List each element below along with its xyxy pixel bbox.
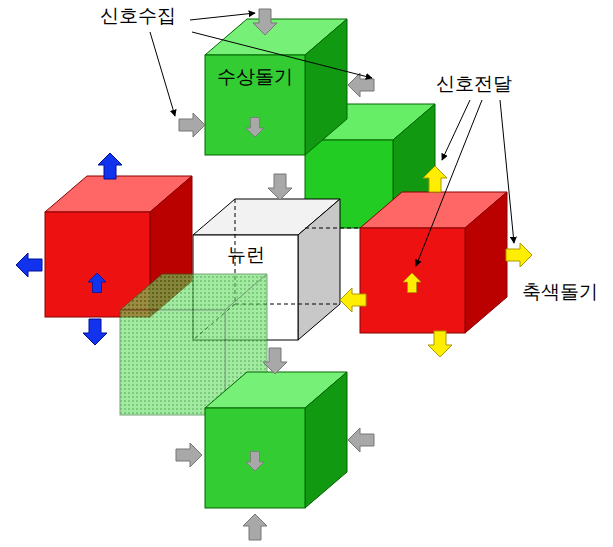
cube-face <box>305 19 347 155</box>
input-arrow <box>246 452 264 472</box>
output-arrow <box>88 273 106 293</box>
input-arrow <box>179 113 205 137</box>
blue-arrows <box>16 153 122 345</box>
output-arrow <box>16 253 42 277</box>
cube-face <box>205 408 305 508</box>
leader-line <box>150 32 175 116</box>
dendrite-cube-face: 수상돌기 <box>205 55 305 155</box>
cube-face <box>360 228 465 333</box>
input-arrow <box>348 73 374 97</box>
neuron-cube-face: 뉴런 <box>193 235 298 340</box>
cube-face <box>205 55 305 155</box>
leader-line <box>190 13 255 20</box>
part-label: 축색돌기 <box>522 280 598 303</box>
output-arrow <box>428 331 452 357</box>
input-arrow <box>246 118 264 138</box>
output-arrow <box>423 166 447 192</box>
output-arrow <box>340 288 366 312</box>
cube-face <box>465 192 507 333</box>
input-arrow <box>243 514 267 540</box>
node-text: 뉴런 <box>193 243 298 266</box>
dendrite-cube <box>205 19 347 155</box>
output-arrow <box>403 273 421 293</box>
input-arrow <box>176 443 202 467</box>
node-text: 수상돌기 <box>205 65 305 88</box>
right-red-cube <box>360 192 507 333</box>
input-arrow <box>268 174 292 200</box>
signal-label: 신호수집 <box>100 4 176 27</box>
input-arrow <box>348 428 374 452</box>
yellow-arrows <box>340 166 532 357</box>
input-arrows <box>176 9 374 540</box>
leader-lines <box>150 13 514 266</box>
bottom-green-cube <box>205 372 347 508</box>
output-arrow <box>98 153 122 179</box>
input-arrow <box>263 348 287 374</box>
output-arrow <box>83 319 107 345</box>
input-arrow <box>253 9 277 35</box>
cube-face <box>298 199 340 340</box>
leader-line <box>442 100 470 160</box>
cube-face <box>305 372 347 508</box>
output-arrow <box>506 243 532 267</box>
signal-label: 신호전달 <box>436 72 512 95</box>
leader-line <box>500 100 514 243</box>
leader-line <box>416 100 482 266</box>
cube-face <box>120 310 225 415</box>
